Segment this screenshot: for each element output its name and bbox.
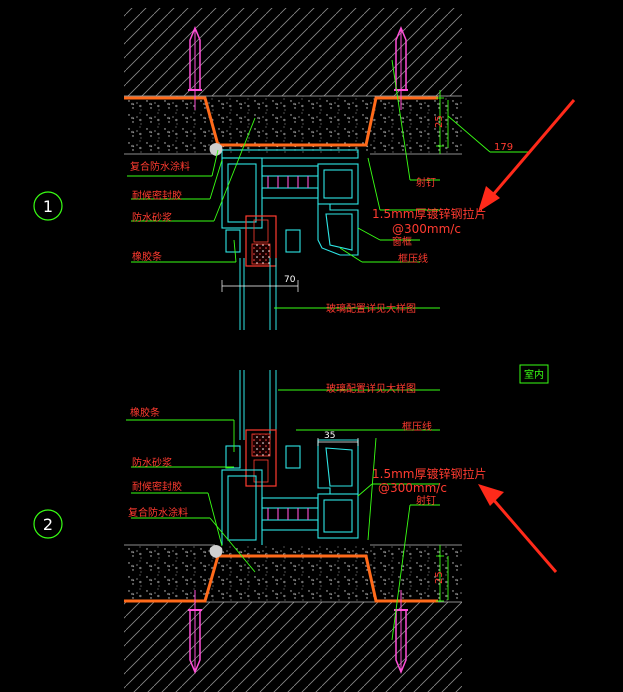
detail-1-marker: 1 [33,191,63,221]
detail-1-coating-label: 复合防水涂料 [130,160,190,173]
detail-2-coating-label: 复合防水涂料 [128,506,188,519]
detail-2-sealant-label: 耐候密封胶 [132,480,182,493]
detail-2-anchors [188,590,408,674]
detail-2-steel-tab [124,554,438,603]
detail-2-window-frame [221,439,359,555]
detail-1-anchor-label: 射钉 [416,177,436,189]
detail-1-sealant-label: 耐候密封胶 [132,189,182,202]
detail-1-steel-spacing-label: @300mm/c [392,222,461,236]
detail-1-anchors [188,26,408,110]
detail-1-bead-label: 框压线 [398,252,428,265]
detail-1-mortar-label: 防水砂浆 [132,211,172,224]
detail-2-wall [124,544,462,692]
detail-1-width-dim [221,280,299,292]
detail-1-glass-note: 玻璃配置详见大样图 [326,302,416,315]
detail-2-steel-tab-label: 1.5mm厚镀锌钢拉片 [372,466,486,481]
detail-1-callout-arrow [478,99,576,212]
detail-2-depth-dim: 25 [434,571,445,584]
detail-2-bead-dim [317,438,359,446]
detail-1-sealant [209,143,223,156]
detail-1-window-frame-label: 窗框 [392,235,412,248]
room-tag: 室内 [519,364,549,384]
svg-text:2: 2 [43,515,53,534]
detail-1-offset-dim: 179 [494,142,513,153]
svg-text:1: 1 [43,197,53,216]
detail-1-steel-tab-label: 1.5mm厚镀锌钢拉片 [372,206,486,221]
detail-1-window-frame [221,149,359,256]
detail-2-leaders [126,389,449,641]
detail-2-anchor-label: 射钉 [416,495,436,507]
detail-2-steel-spacing-label: @300mm/c [378,481,447,495]
svg-text:室内: 室内 [524,368,544,381]
detail-2-sealant [209,545,223,558]
detail-1-glazing-strip-label: 橡胶条 [132,250,162,263]
detail-1-wall [124,8,462,155]
detail-2-glass [239,370,277,487]
detail-2-glass-note: 玻璃配置详见大样图 [326,382,416,395]
detail-2-glazing-strip-label: 橡胶条 [130,406,160,419]
detail-2-mortar-label: 防水砂浆 [132,456,172,469]
detail-2-marker: 2 [33,509,63,539]
detail-1-width-dim-value: 70 [284,275,296,285]
detail-1-steel-tab [124,96,438,147]
detail-1-glass [239,215,277,330]
detail-1-depth-dim: 25 [434,115,445,128]
detail-1-leaders [127,59,530,309]
detail-2-bead-dim-value: 35 [324,431,335,441]
detail-2-callout-arrow [478,484,558,573]
detail-2-bead-label: 框压线 [402,420,432,433]
